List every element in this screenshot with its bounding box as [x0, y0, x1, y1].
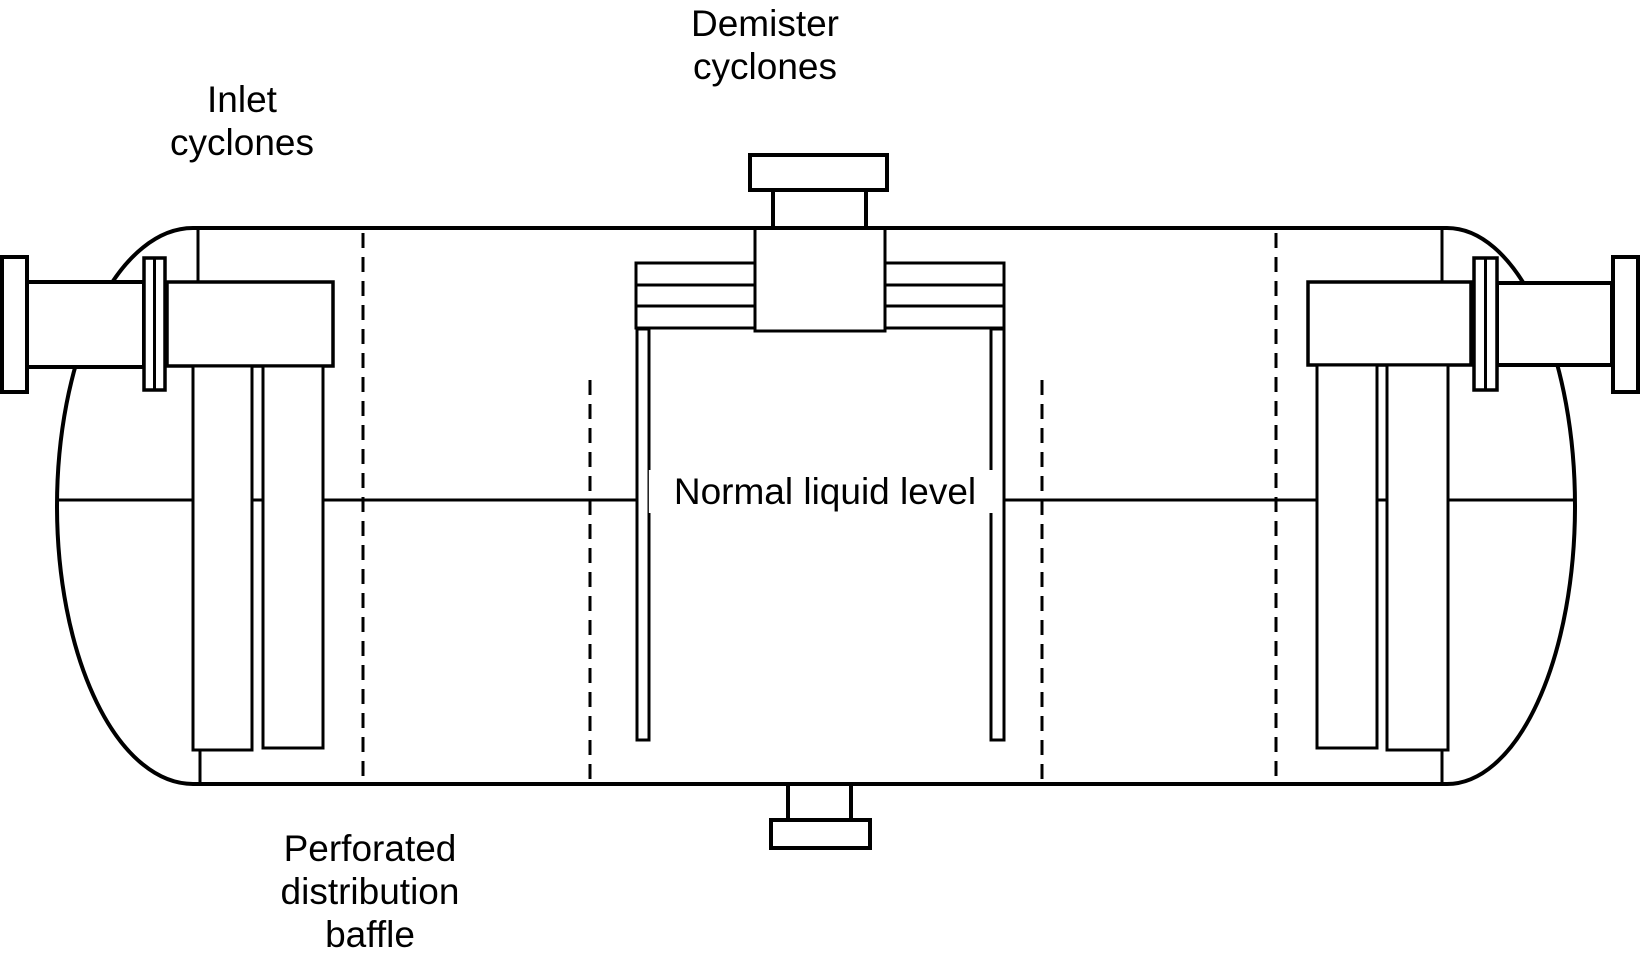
- inlet-nozzle-end-flange-left: [0, 255, 29, 394]
- label-line: Normal liquid level: [673, 471, 977, 512]
- demister-tube-right: [989, 327, 1006, 742]
- inlet-cyclone-header-left: [165, 280, 335, 368]
- inlet-cyclone-tube-left-1: [191, 364, 254, 752]
- label-line: cyclones: [693, 46, 837, 87]
- inlet-cyclone-tube-left-2: [261, 364, 325, 750]
- demister-center-box: [753, 230, 887, 333]
- label-line: distribution: [280, 871, 460, 912]
- label-demister-cyclones: Demister cyclones: [691, 2, 839, 88]
- gas-outlet-nozzle-neck: [771, 188, 868, 230]
- inlet-cyclone-header-right: [1306, 280, 1473, 367]
- outlet-nozzle-end-flange-right: [1611, 255, 1640, 394]
- inlet-cyclone-tube-right-1: [1315, 363, 1379, 750]
- label-normal-liquid-level: Normal liquid level: [648, 470, 1002, 513]
- inlet-nozzle-pipe-left: [25, 280, 146, 369]
- outlet-nozzle-pipe-right: [1495, 281, 1614, 367]
- label-line: cyclones: [170, 122, 314, 163]
- label-line: Demister: [690, 3, 840, 44]
- inlet-cyclone-tube-right-2: [1385, 363, 1450, 752]
- label-line: Inlet: [207, 79, 277, 120]
- label-line: baffle: [325, 914, 415, 955]
- label-inlet-cyclones: Inlet cyclones: [170, 78, 314, 164]
- demister-bank-right: [883, 261, 1006, 330]
- liquid-outlet-nozzle-flange: [769, 818, 872, 850]
- label-line: Perforated: [283, 828, 457, 869]
- liquid-outlet-nozzle-neck: [786, 782, 853, 822]
- demister-bank-left: [634, 261, 757, 330]
- label-perforated-distribution-baffle: Perforated distribution baffle: [281, 827, 460, 956]
- gas-outlet-nozzle-flange: [748, 153, 889, 192]
- demister-tube-left: [635, 327, 651, 742]
